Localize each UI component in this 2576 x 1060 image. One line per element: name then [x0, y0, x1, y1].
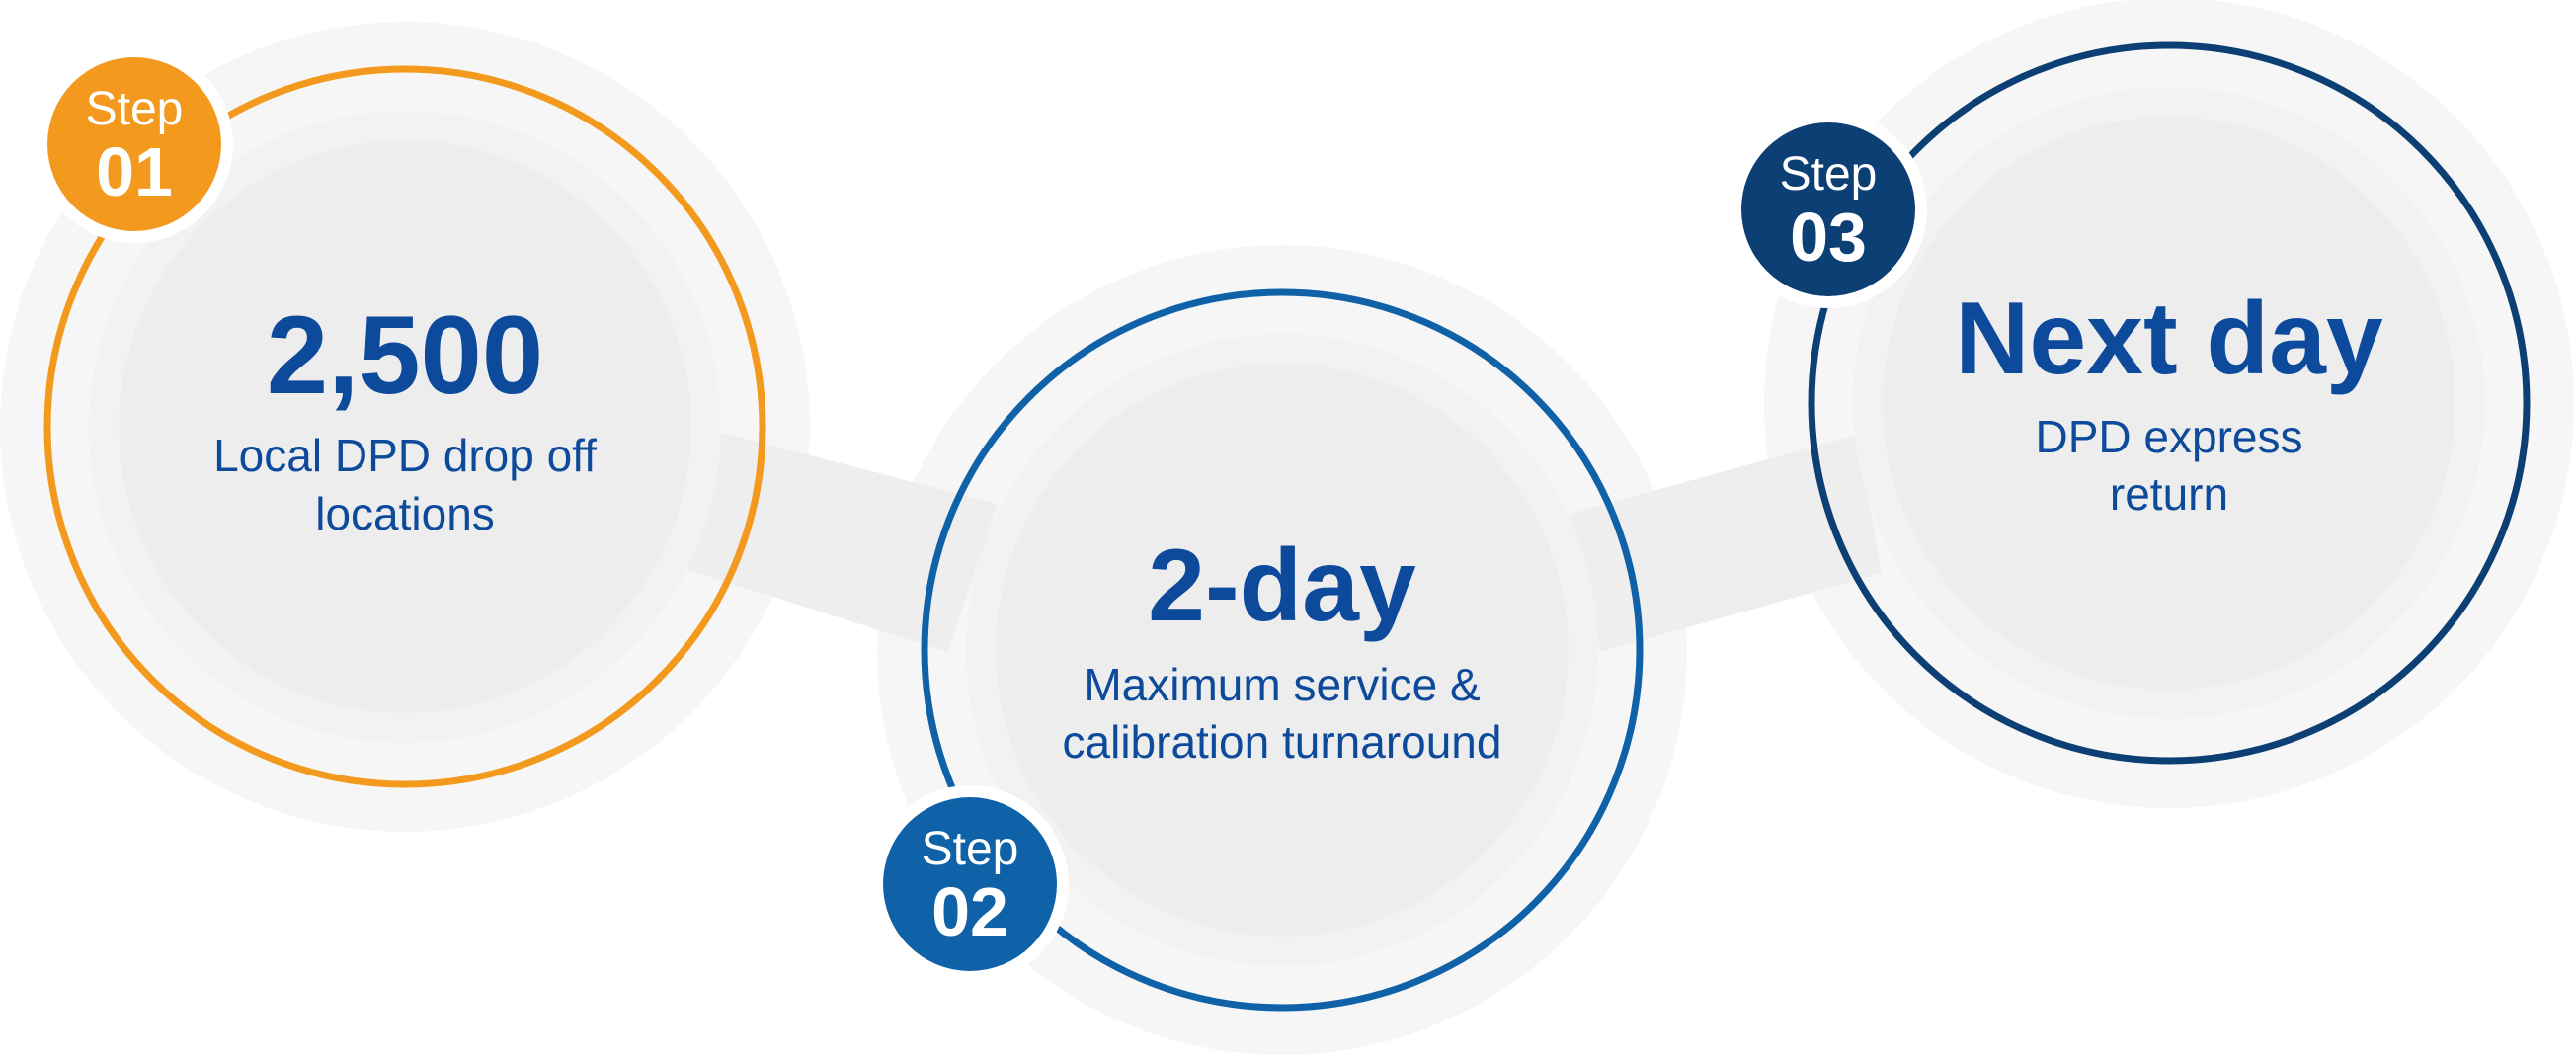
step-3-badge-number: 03 [1790, 199, 1867, 276]
step-2-inner-disc [996, 364, 1569, 937]
step-1-badge-label: Step [86, 83, 184, 135]
step-3-description-line-1: DPD express [2036, 411, 2303, 462]
step-3-ring [1808, 41, 2531, 765]
step-2-headline: 2-day [1148, 529, 1416, 643]
step-1-description-line-2: locations [315, 488, 495, 539]
step-2-description-line-2: calibration turnaround [1063, 716, 1502, 768]
step-3-headline: Next day [1955, 282, 2383, 396]
step-3-description-line-2: return [2110, 468, 2228, 520]
step-3-badge-label: Step [1780, 148, 1878, 201]
step-1-description-line-1: Local DPD drop off [213, 430, 597, 481]
step-1-badge [47, 57, 221, 231]
step-2-badge-label: Step [922, 823, 1019, 875]
step-1-headline: 2,500 [267, 293, 543, 417]
step-1: Step 01 2,500 Local DPD drop off locatio… [36, 45, 766, 788]
step-2-description-line-1: Maximum service & [1084, 659, 1480, 710]
step-2: Step 02 2-day Maximum service & calibrat… [871, 288, 1644, 1012]
step-3: Step 03 Next day DPD express return [1730, 41, 2531, 765]
step-3-inner-disc [1883, 117, 2455, 690]
step-2-ring [921, 288, 1644, 1012]
step-2-badge-number: 02 [931, 873, 1008, 950]
step-2-badge [883, 797, 1057, 971]
step-1-inner-disc [119, 140, 691, 713]
connector-2-3 [1570, 435, 1882, 652]
step-1-badge-number: 01 [96, 133, 173, 210]
step-1-ring [43, 65, 766, 788]
step-3-badge [1741, 122, 1915, 296]
